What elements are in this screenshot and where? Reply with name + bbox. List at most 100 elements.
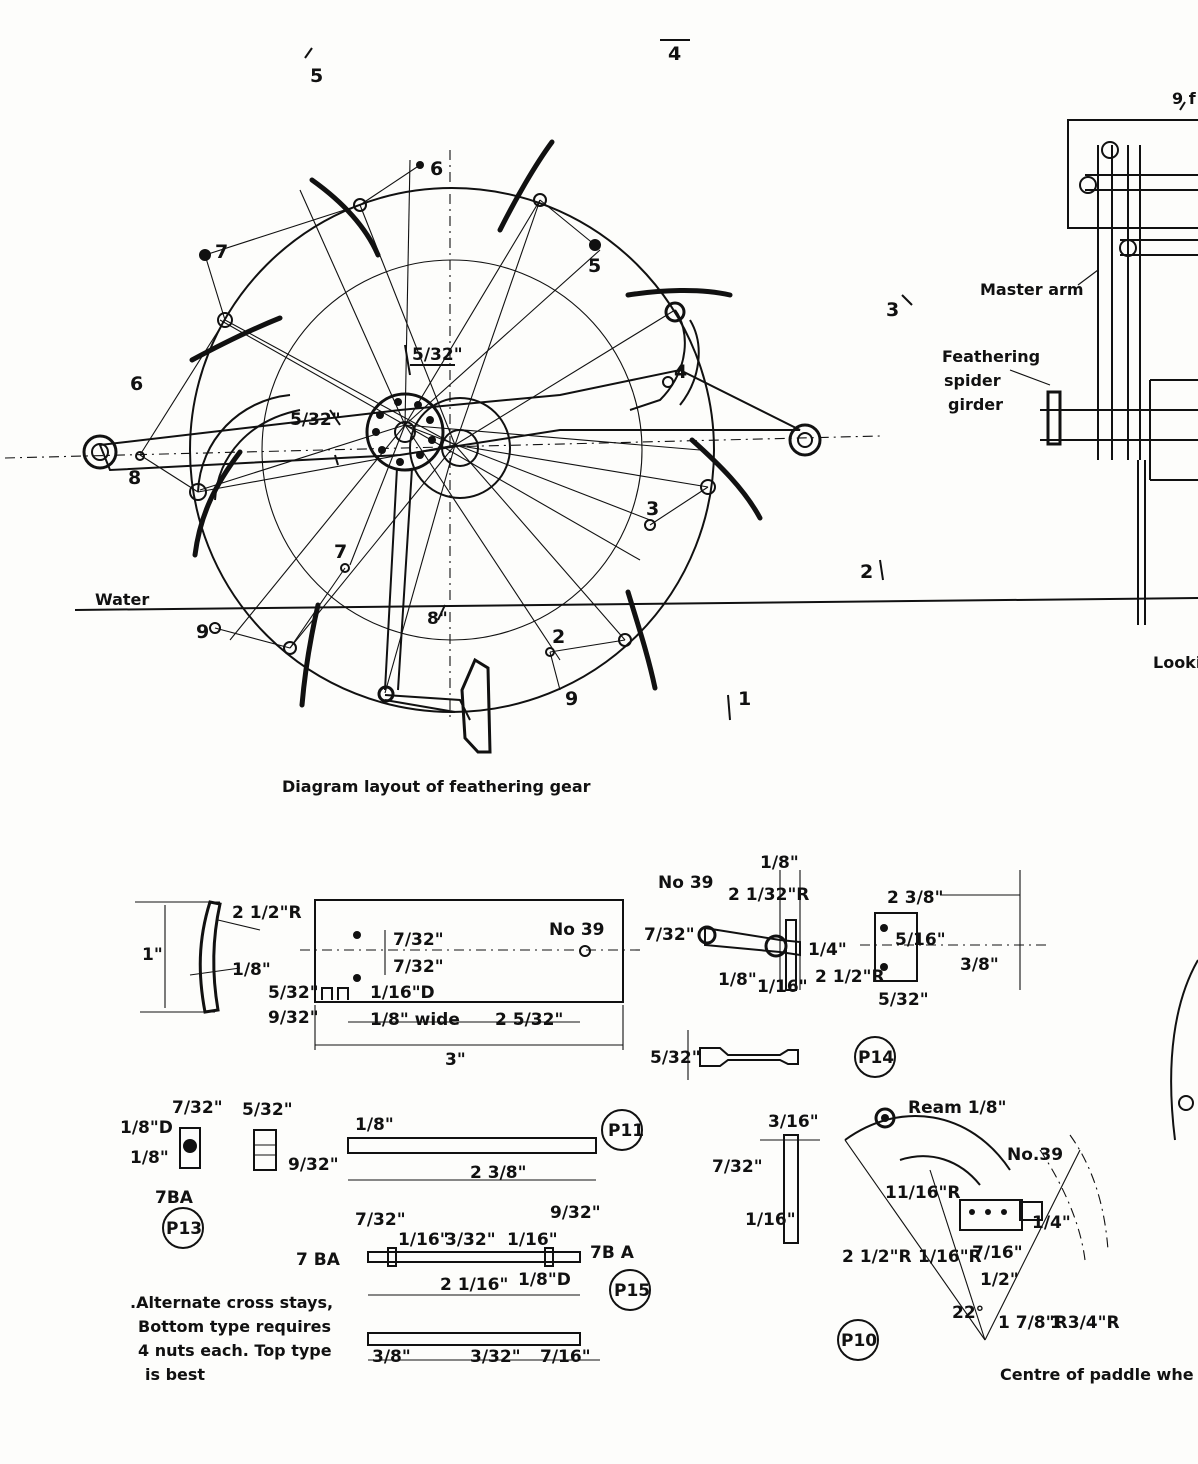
dim-p14-2-3-8: 2 3/8" <box>887 888 943 908</box>
feathering-label-2: spider <box>944 371 1001 390</box>
dim-p14-1-4: 1/4" <box>808 940 847 960</box>
dim-p14-3-8: 3/8" <box>960 955 999 975</box>
bottom-link-arm <box>384 467 413 691</box>
feathering-label-1: Feathering <box>942 347 1040 366</box>
dim-eighth: 1/8" <box>232 960 271 980</box>
part-plate: 7/32" 7/32" 1/16"D 5/32" 9/32" 1/8" wide… <box>268 899 640 1070</box>
part-p10: Ream 1/8" No.39 11/16"R 2 1/2"R 1/16"R 7… <box>837 1098 1194 1384</box>
wheel-label: 4 <box>668 43 681 65</box>
dim-p15-7-16: 7/16" <box>540 1347 591 1367</box>
dim-p14-2-1-2r: 2 1/2"R <box>815 967 885 987</box>
part-p15: 7/32" 9/32" 1/16" 3/32" 1/16" 7 BA 7B A … <box>296 1203 651 1367</box>
centre-hub <box>365 392 511 499</box>
dim-plate-7-32a: 7/32" <box>393 930 444 950</box>
wheel-label: 1 <box>738 688 751 710</box>
dim-plate-9-32: 9/32" <box>268 1008 319 1028</box>
dim-p14-7-32: 7/32" <box>644 925 695 945</box>
dim-p15-7ba-right: 7B A <box>590 1243 635 1263</box>
dim-p14-5-32: 5/32" <box>878 990 929 1010</box>
upper-right-bracket <box>629 309 700 411</box>
dim-p10-1-7-8r: 1 7/8"R <box>998 1313 1068 1333</box>
main-crank-arm <box>82 368 822 472</box>
wheel-dim-hub: 5/32" <box>290 410 341 430</box>
dim-p15-3-8: 3/8" <box>372 1347 411 1367</box>
water-line <box>74 597 1198 611</box>
wheel-label: 8 <box>128 467 141 489</box>
dim-p10-no39: No.39 <box>1007 1145 1063 1165</box>
wheel-outer-circle <box>189 187 715 713</box>
dim-p12-1-16: 1/16" <box>745 1210 796 1230</box>
feathering-label-3: girder <box>948 395 1003 414</box>
top-fragment-label: 9 f <box>1172 89 1197 108</box>
dim-one-inch: 1" <box>142 945 163 965</box>
wheel-number-labels: 1 2 2 3 3 4 4 5 5 6 6 7 7 8 9 9 <box>128 43 899 710</box>
wheel-dim-upper: 5/32" <box>412 345 463 365</box>
wheel-label: 6 <box>130 373 143 395</box>
wheel-label: 5 <box>588 255 601 277</box>
part-blade-profile: 2 1/2"R 1" 1/8" <box>135 900 302 1014</box>
cross-stay-note: .Alternate cross stays, Bottom type requ… <box>130 1293 333 1384</box>
centre-paddle-wheel-note: Centre of paddle whe <box>1000 1365 1194 1384</box>
part-p12-link: 3/16" 7/32" 1/16" <box>712 1112 820 1244</box>
dim-p15-2-1-16: 2 1/16" <box>440 1275 508 1295</box>
dim-p15-1-16b: 1/16" <box>507 1230 558 1250</box>
wheel-inner-circle <box>261 259 643 641</box>
dim-p12-3-16: 3/16" <box>768 1112 819 1132</box>
dim-p10-1-4: 1/4" <box>1032 1213 1071 1233</box>
dim-p10-22: 22° <box>952 1303 984 1323</box>
diagram-caption: Diagram layout of feathering gear <box>282 777 591 796</box>
wheel-label: 9 <box>196 621 209 643</box>
dim-p10-7-16: 7/16" <box>972 1243 1023 1263</box>
left-hook-bracket <box>197 394 301 501</box>
note-line-1: .Alternate cross stays, <box>130 1293 333 1312</box>
dim-p12-7-32: 7/32" <box>712 1157 763 1177</box>
note-line-3: 4 nuts each. Top type <box>138 1341 332 1360</box>
wheel-label: 3 <box>886 299 899 321</box>
dim-p15-3-32: 3/32" <box>445 1230 496 1250</box>
dim-p10-1-2: 1/2" <box>980 1270 1019 1290</box>
water-label: Water <box>95 590 149 609</box>
dimension-ticks <box>304 39 913 721</box>
dim-plate-wide: 1/8" wide <box>370 1010 460 1030</box>
dim-p10-11-16r: 11/16"R <box>885 1183 960 1203</box>
wheel-label: 2 <box>860 561 873 583</box>
dim-p10-2-1-2r: 2 1/2"R <box>842 1247 912 1267</box>
dim-p14-1-16: 1/16" <box>757 977 808 997</box>
part-label-p11: P11 <box>608 1121 644 1141</box>
wheel-label: 4 <box>674 361 687 383</box>
dim-plate-3: 3" <box>445 1050 466 1070</box>
dim-p15-1-16a: 1/16" <box>398 1230 449 1250</box>
dim-p13-7-32: 7/32" <box>172 1098 223 1118</box>
dim-p11-1-8: 1/8" <box>355 1115 394 1135</box>
dim-p15-7-32: 7/32" <box>355 1210 406 1230</box>
wheel-label: 6 <box>430 158 443 180</box>
wheel-pins <box>135 193 716 657</box>
wheel-label: 9 <box>565 688 578 710</box>
part-p11: 1/8" 2 3/8" P11 <box>347 1109 644 1183</box>
master-arm-label: Master arm <box>980 280 1084 299</box>
dim-plate-5-32: 5/32" <box>268 983 319 1003</box>
dim-plate-2-5-32: 2 5/32" <box>495 1010 563 1030</box>
note-line-4: is best <box>145 1365 205 1384</box>
looking-label: Looki <box>1153 653 1198 672</box>
dim-p13-1-8d: 1/8"D <box>120 1118 173 1138</box>
dim-plate-7-32b: 7/32" <box>393 957 444 977</box>
wheel-dim-lower: 8" <box>427 609 448 629</box>
wheel-label: 2 <box>552 626 565 648</box>
dim-p10-ream: Ream 1/8" <box>908 1098 1006 1118</box>
paddle-wheel-diagram: 1 2 2 3 3 4 4 5 5 6 6 7 7 8 9 9 5/32" 5/… <box>4 39 1198 796</box>
dim-p11-2-3-8: 2 3/8" <box>470 1163 526 1183</box>
paddle-blades <box>189 139 763 754</box>
side-view-partial: 9 f Master arm Feathering spider girder … <box>942 89 1198 1141</box>
wheel-label: 7 <box>334 541 347 563</box>
part-p14: No 39 1/8" 2 1/32"R 7/32" 1/8" 1/16" 1/4… <box>644 853 1050 1080</box>
dim-plate-no39: No 39 <box>549 920 604 940</box>
part-p13: 1/8"D 7/32" 1/8" 7BA 5/32" 9/32" P13 <box>120 1098 339 1249</box>
dim-p15-9-32: 9/32" <box>550 1203 601 1223</box>
dim-p10-1-16r: 1/16"R <box>918 1247 982 1267</box>
dim-p13-9-32: 9/32" <box>288 1155 339 1175</box>
dim-p14-no39: No 39 <box>658 873 713 893</box>
dim-p14-5-16: 5/16" <box>895 930 946 950</box>
dim-p10-1-3-4r: 1 3/4"R <box>1050 1313 1120 1333</box>
